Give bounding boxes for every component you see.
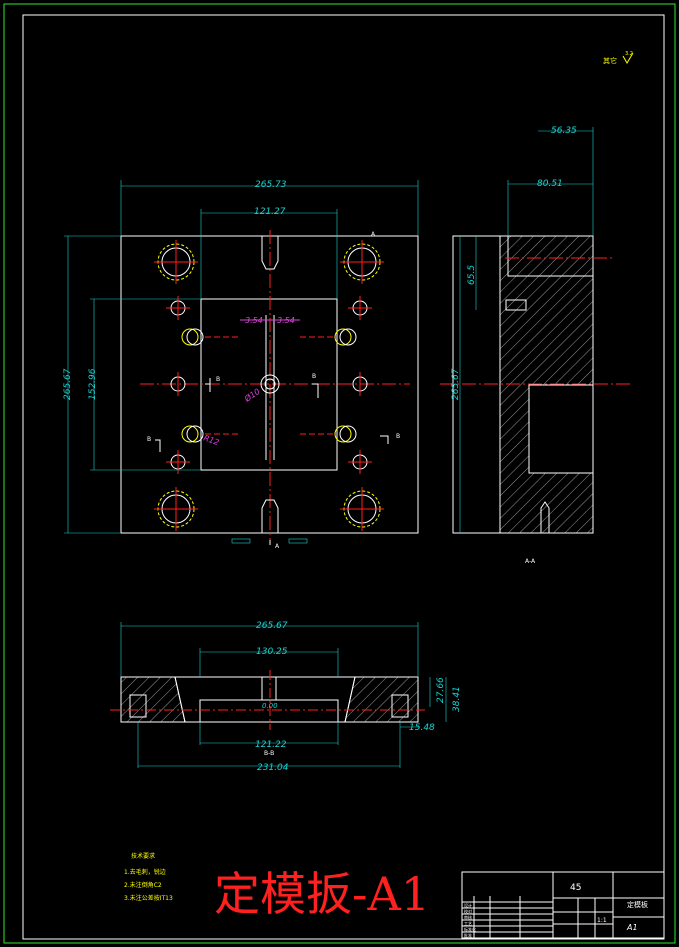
- roughness-value: 3.2: [625, 51, 633, 57]
- title-row-4: 标准化: [464, 926, 476, 932]
- notes-heading: 技术要求: [131, 852, 155, 860]
- roughness-label: 其它: [603, 56, 617, 65]
- note-3: 3.未注公差按IT13: [124, 894, 173, 902]
- title-row-2: 审核: [464, 914, 472, 920]
- section-bb-label: B-B: [264, 750, 274, 757]
- marker-b-low-left: B: [147, 436, 151, 443]
- title-row-0: 设计: [464, 902, 472, 908]
- note-1: 1.去毛刺，锐边: [124, 868, 166, 876]
- dim-bottom-inner: 130.25: [256, 647, 288, 657]
- dim-side-second: 80.51: [537, 179, 563, 189]
- dim-bottom-height2: 38.41: [452, 686, 462, 712]
- title-row-3: 工艺: [464, 921, 472, 926]
- marker-a-top: A: [371, 231, 376, 238]
- title-scale: 1:1: [597, 917, 607, 924]
- title-sheet: A1: [626, 923, 638, 932]
- mag-diam: Ø10: [242, 386, 262, 404]
- title-part-name: 定模板: [627, 900, 648, 909]
- dim-bottom-total: 231.04: [257, 763, 289, 773]
- dim-height-left: 265.67: [63, 368, 73, 400]
- mag-left: 3.54: [245, 316, 263, 325]
- marker-b-right: B: [312, 373, 316, 380]
- dim-bottom-side: 15.48: [409, 723, 435, 733]
- mag-right: 3.54: [277, 316, 295, 325]
- screw-holes: [166, 296, 372, 474]
- sprue-runner: [260, 236, 280, 533]
- dim-bottom-width: 265.67: [256, 621, 288, 631]
- big-title: 定模扳-A1: [214, 867, 430, 921]
- dim-bottom-height1: 27.66: [436, 677, 446, 703]
- marker-a-bottom: A: [275, 543, 280, 550]
- dim-side-height: 265.67: [451, 368, 461, 400]
- guide-hole-tl: [154, 240, 198, 284]
- guide-hole-bl: [154, 487, 198, 531]
- section-aa-label: A-A: [525, 558, 536, 565]
- note-2: 2.未注倒角C2: [124, 881, 162, 889]
- center-text: 0.00: [262, 702, 278, 710]
- marker-b-left: B: [216, 376, 220, 383]
- title-material: 45: [570, 883, 581, 893]
- dim-bottom-mid: 121.22: [255, 740, 287, 750]
- outer-frame: [3, 3, 676, 944]
- marker-b-low-right: B: [396, 433, 400, 440]
- title-row-1: 校对: [464, 908, 472, 914]
- dim-side-depth: 65.5: [467, 265, 477, 285]
- title-row-5: 批准: [464, 932, 472, 938]
- guide-hole-br: [340, 487, 384, 531]
- dim-side-top: 56.35: [551, 126, 577, 136]
- dim-height-inner: 152.96: [88, 368, 98, 400]
- mag-angle: R12: [202, 433, 220, 447]
- dim-top-width: 265.73: [255, 180, 287, 190]
- roughness-symbol: [622, 52, 634, 64]
- title-block: 45 定模板 A1 1:1 设计 校对 审核 工艺 标准化 批准: [461, 871, 665, 939]
- dim-inner-width: 121.27: [254, 207, 286, 217]
- inner-frame: [22, 14, 665, 940]
- guide-hole-tr: [340, 240, 384, 284]
- cooling-ports: [181, 328, 357, 443]
